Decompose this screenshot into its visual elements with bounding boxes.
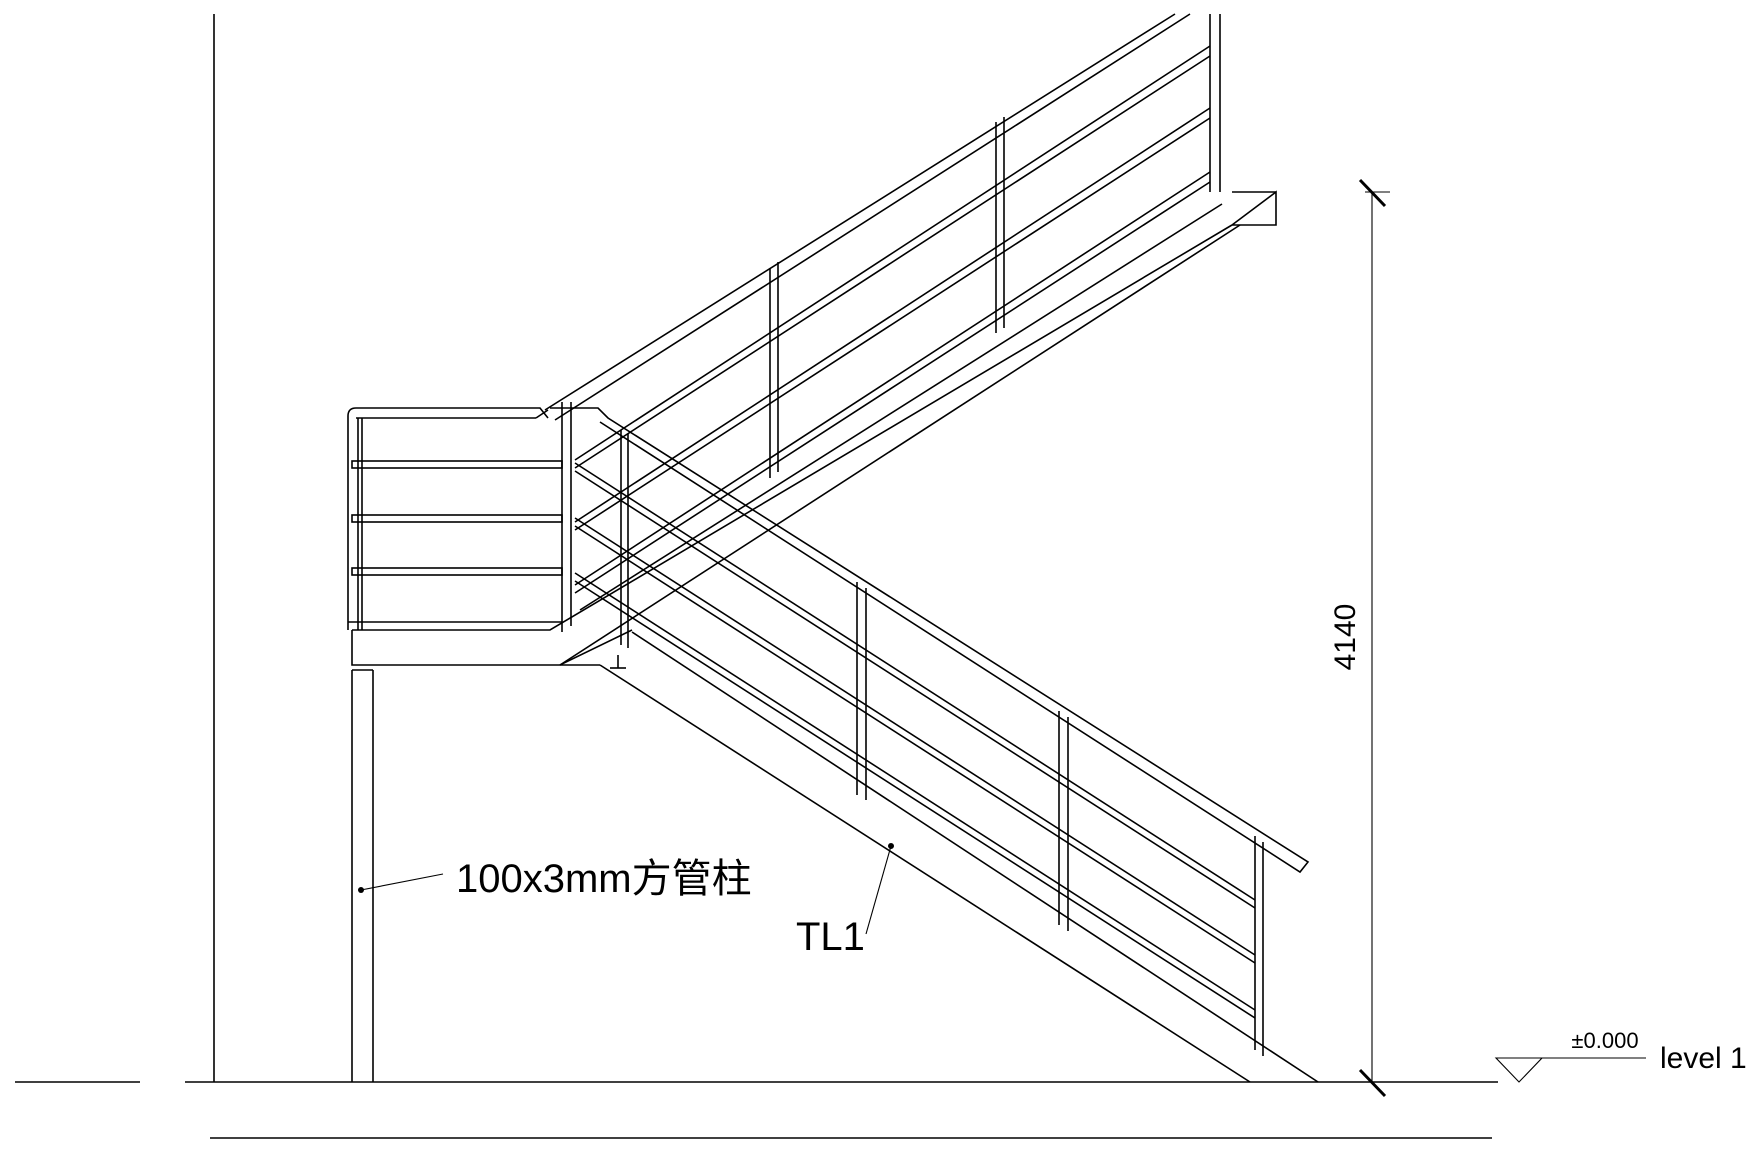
lower-flight-handrail xyxy=(550,407,1310,1056)
column-note-text: 100x3mm方管柱 xyxy=(456,857,752,901)
column-callout: 100x3mm方管柱 xyxy=(358,857,752,901)
elevation-value-text: ±0.000 xyxy=(1571,1028,1638,1053)
lower-flight-stringer-TL1 xyxy=(599,631,1319,1083)
upper-flight-handrail xyxy=(535,13,1221,632)
beam-callout: TL1 xyxy=(796,843,894,959)
elevation-marker: ±0.000 level 1 xyxy=(1494,1028,1747,1083)
elevation-level-text: level 1 xyxy=(1660,1042,1747,1075)
landing-guard-rail xyxy=(347,407,563,630)
ground-lines xyxy=(15,1081,1498,1139)
upper-flight-stringer xyxy=(559,203,1241,666)
beam-tag-text: TL1 xyxy=(796,915,865,959)
dimension-text: 4140 xyxy=(1329,604,1362,671)
support-column xyxy=(351,669,374,1082)
height-dimension: 4140 xyxy=(1329,178,1390,1098)
